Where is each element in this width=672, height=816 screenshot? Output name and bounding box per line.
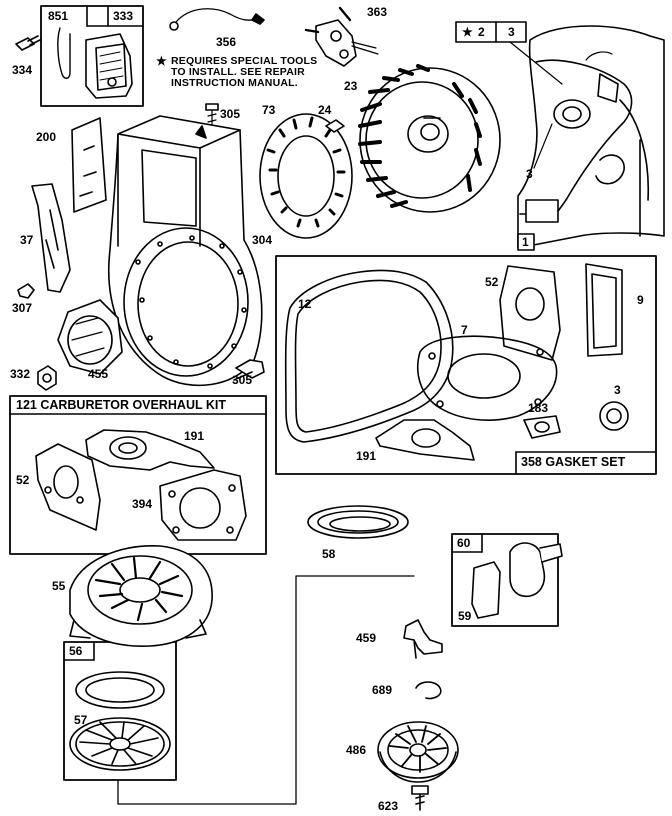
baffle-200 [71, 117, 107, 213]
part-label-12: 12 [298, 297, 312, 311]
ground-wire-356 [169, 8, 265, 31]
screw-334 [15, 35, 41, 51]
ignition-armature [57, 27, 133, 99]
star-icon: ★ [156, 54, 167, 68]
starter-handle-59 [471, 542, 563, 619]
governor-bracket-363 [304, 6, 379, 67]
box-ignition-armature [40, 5, 144, 107]
gasket-394 [159, 469, 247, 541]
callout-star-2-3 [455, 21, 563, 169]
part-label-191-kit: 191 [184, 429, 205, 443]
part-label-623: 623 [378, 799, 399, 813]
part-label-689: 689 [372, 683, 393, 697]
callout-star: ★ [462, 25, 473, 39]
rewind-assembly-bracket [117, 575, 415, 805]
part-label-363: 363 [367, 5, 388, 19]
note-line-1: REQUIRES SPECIAL TOOLS [171, 55, 318, 67]
gasket-12 [284, 269, 454, 443]
part-label-191-gasket-set: 191 [356, 449, 377, 463]
key-24 [325, 119, 345, 133]
crankcase [517, 25, 665, 249]
part-label-3-crankcase: 3 [526, 167, 533, 181]
box-part-60 [451, 533, 559, 627]
part-label-7: 7 [461, 323, 468, 337]
retainer-689 [415, 681, 442, 700]
part-label-60: 60 [457, 536, 471, 550]
bolt-305-lower [233, 359, 265, 381]
special-tools-note: ★ REQUIRES SPECIAL TOOLS TO INSTALL. SEE… [156, 54, 318, 89]
part-label-394: 394 [132, 497, 153, 511]
part-label-305-lower: 305 [232, 373, 253, 387]
part-label-183: 183 [528, 401, 549, 415]
part-label-73: 73 [262, 103, 276, 117]
part-label-24: 24 [318, 103, 332, 117]
seal-3 [599, 401, 629, 431]
part-label-307: 307 [12, 301, 33, 315]
rewind-spring-58 [307, 505, 409, 539]
screw-623 [411, 785, 429, 811]
part-label-304: 304 [252, 233, 273, 247]
gasket-7 [417, 335, 558, 421]
part-label-1: 1 [522, 235, 529, 249]
gasket-9 [585, 263, 623, 357]
part-label-305-top: 305 [220, 107, 241, 121]
pawl-459 [403, 619, 443, 659]
screen-73 [259, 113, 353, 239]
rewind-housing-55 [69, 545, 213, 647]
part-label-332: 332 [10, 367, 31, 381]
bolt-305-top [205, 103, 219, 133]
blower-housing-304 [108, 115, 263, 387]
part-label-23: 23 [344, 79, 358, 93]
starter-cup-455 [57, 299, 123, 375]
part-label-3-seal: 3 [614, 383, 621, 397]
part-label-57: 57 [74, 713, 88, 727]
screw-307 [17, 283, 35, 299]
part-label-2: 2 [478, 25, 485, 39]
gasket-191-kit [85, 429, 215, 471]
flywheel-23 [358, 64, 501, 213]
baffle-37 [31, 183, 71, 293]
callout-box-1 [517, 233, 535, 251]
gasket-52-set [499, 265, 561, 361]
part-label-486: 486 [346, 743, 367, 757]
part-label-455: 455 [88, 367, 109, 381]
part-label-52-kit: 52 [16, 473, 30, 487]
gasket-set-title: 358 GASKET SET [521, 455, 626, 469]
part-label-333: 333 [113, 9, 134, 23]
part-label-851: 851 [48, 9, 69, 23]
spring-57 [75, 671, 165, 709]
part-label-59: 59 [458, 609, 472, 623]
part-label-37: 37 [20, 233, 34, 247]
starter-pulley-486 [377, 721, 459, 783]
part-label-3-callout: 3 [508, 25, 515, 39]
note-line-2: TO INSTALL. SEE REPAIR [171, 66, 305, 78]
gasket-52-kit [35, 443, 101, 531]
part-label-200: 200 [36, 130, 57, 144]
part-label-334: 334 [12, 63, 33, 77]
part-label-58: 58 [322, 547, 336, 561]
pulley-57 [69, 717, 171, 771]
gasket-191-set [375, 419, 475, 461]
part-label-52-gasket-set: 52 [485, 275, 499, 289]
part-label-55: 55 [52, 579, 66, 593]
box-gasket-set [275, 255, 657, 475]
part-label-56: 56 [69, 644, 83, 658]
note-line-3: INSTRUCTION MANUAL. [171, 77, 298, 89]
part-label-459: 459 [356, 631, 377, 645]
carburetor-kit-title: 121 CARBURETOR OVERHAUL KIT [16, 398, 226, 412]
nut-332 [37, 365, 57, 391]
part-label-356: 356 [216, 35, 237, 49]
gasket-183 [523, 415, 561, 439]
part-label-9: 9 [637, 293, 644, 307]
